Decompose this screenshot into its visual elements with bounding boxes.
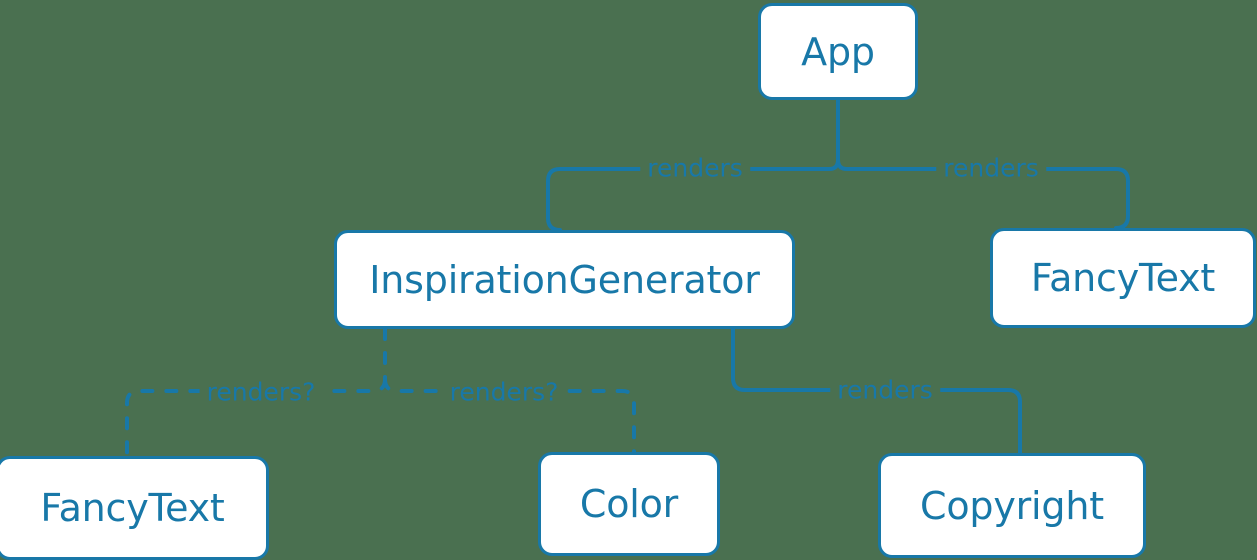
node-copyright[interactable]: Copyright [878,453,1146,558]
node-fancytext-bottom-label: FancyText [40,486,225,530]
edge-app-to-inspirationgenerator [546,158,840,232]
node-color[interactable]: Color [538,452,720,556]
edge-inspirationgenerator-to-fancytext-bottom [125,377,387,458]
node-fancytext-bottom[interactable]: FancyText [0,456,269,560]
edge-label-app-to-inspirationgenerator: renders [640,155,750,181]
edge-label-inspirationgenerator-to-copyright: renders [830,377,940,403]
edge-label-inspirationgenerator-to-color: renders? [442,379,566,405]
node-fancytext-right-label: FancyText [1030,256,1216,300]
node-inspirationgenerator[interactable]: InspirationGenerator [334,230,795,329]
node-app-label: App [801,29,875,74]
edge-inspirationgenerator-to-color [383,377,636,454]
node-copyright-label: Copyright [920,483,1104,528]
edge-app-to-fancytext-right [836,158,1130,230]
node-fancytext-right[interactable]: FancyText [990,228,1256,328]
node-app[interactable]: App [758,3,918,100]
node-color-label: Color [579,482,679,526]
edge-label-inspirationgenerator-to-fancytext-bottom: renders? [199,379,323,405]
node-inspirationgenerator-label: InspirationGenerator [369,257,760,302]
edge-label-app-to-fancytext-right: renders [936,155,1046,181]
